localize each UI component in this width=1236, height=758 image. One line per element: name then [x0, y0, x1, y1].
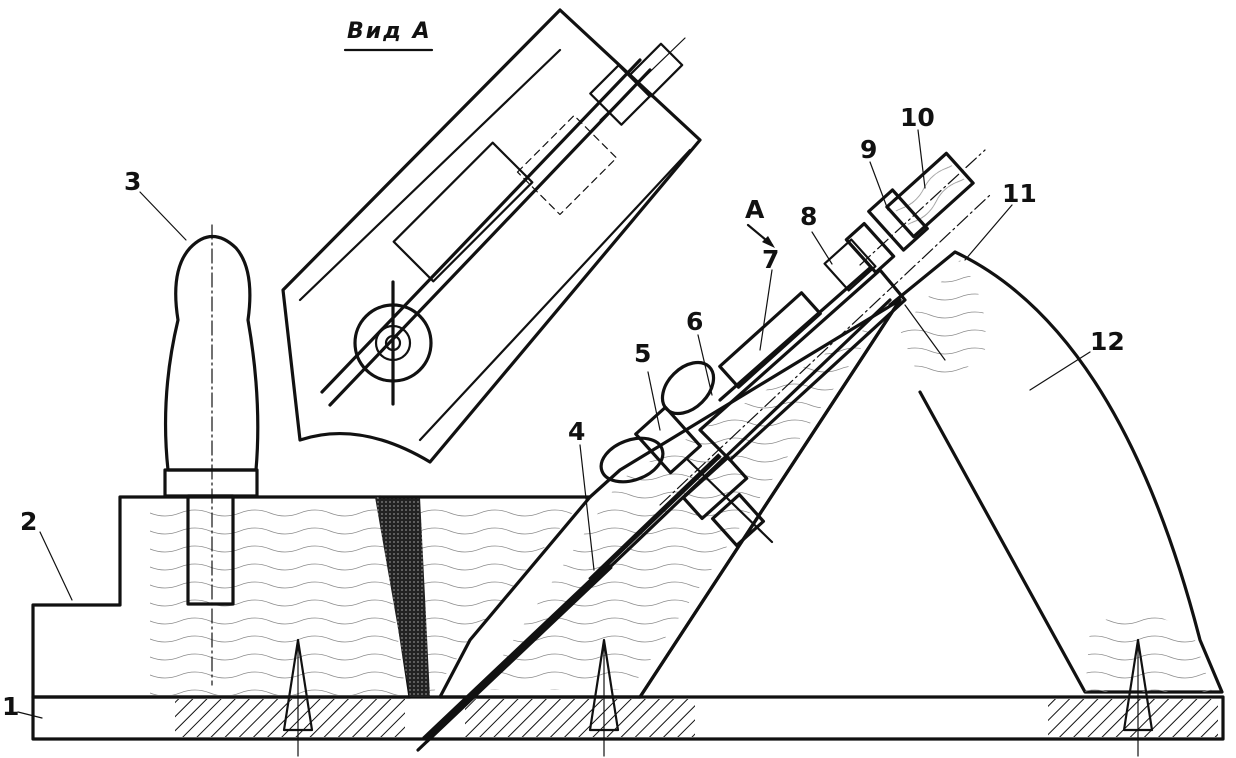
label-11: 11 — [1002, 179, 1037, 208]
base-plate — [31, 695, 1225, 741]
label-9: 9 — [860, 135, 877, 164]
label-2: 2 — [20, 507, 37, 536]
view-a-arrow: А — [745, 195, 775, 248]
label-1: 1 — [2, 692, 19, 721]
view-a-inset — [281, 8, 702, 464]
leader-lines — [17, 129, 1091, 719]
label-12: 12 — [1090, 327, 1125, 356]
adjuster-screw — [844, 149, 986, 361]
label-5: 5 — [634, 339, 651, 368]
view-a-title: Вид А — [343, 19, 434, 52]
rear-knob — [163, 224, 260, 686]
label-6: 6 — [686, 307, 703, 336]
wing-nut — [599, 360, 774, 548]
blade-assembly — [588, 194, 991, 582]
label-4: 4 — [568, 417, 585, 446]
label-3: 3 — [124, 167, 141, 196]
view-a-title-text: Вид А — [347, 19, 432, 44]
plane-body — [31, 250, 1224, 752]
label-8: 8 — [800, 202, 817, 231]
label-10: 10 — [900, 103, 935, 132]
nail-front — [1122, 638, 1154, 757]
nail-mid — [588, 638, 620, 757]
nail-rear — [282, 638, 314, 757]
view-a-arrow-label: А — [745, 195, 765, 224]
label-7: 7 — [762, 245, 779, 274]
